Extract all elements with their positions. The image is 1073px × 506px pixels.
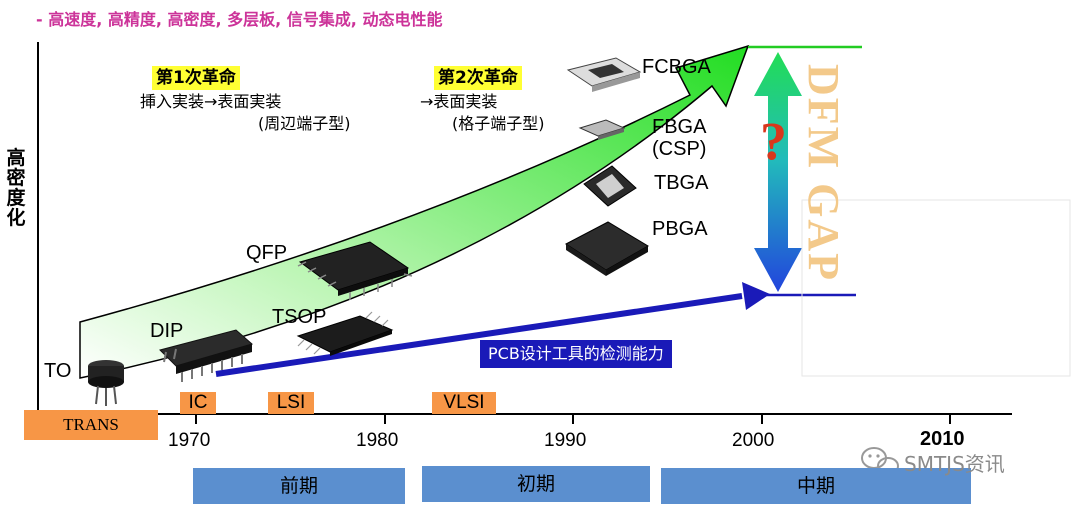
pcb-capability-arrow xyxy=(215,293,743,377)
phase-initial: 初期 xyxy=(422,466,650,502)
fbga-label: FBGA xyxy=(652,116,707,138)
tbga-package-chip-icon xyxy=(583,165,637,207)
fbga-package-chip-icon xyxy=(578,119,626,140)
revolution-1-line2: (周辺端子型) xyxy=(258,114,351,133)
to-package-chip-icon xyxy=(88,360,124,406)
tsop-label: TSOP xyxy=(272,306,327,328)
fcbga-package-chip-icon xyxy=(566,57,642,92)
pcb-capability-label: PCB设计工具的检测能力 xyxy=(480,340,672,368)
fcbga-label: FCBGA xyxy=(642,56,711,78)
year-1980: 1980 xyxy=(356,430,399,451)
qfp-label: QFP xyxy=(246,242,288,264)
double-arrow-icon xyxy=(754,52,802,292)
year-2000: 2000 xyxy=(732,430,775,451)
tsop-package-chip-icon xyxy=(296,311,394,356)
era-trans: TRANS xyxy=(24,410,158,440)
dip-package-chip-icon xyxy=(159,329,254,382)
revolution-2-line1: →表面実装 xyxy=(420,92,498,111)
to-label: TO xyxy=(44,360,72,382)
headline: - 高速度, 高精度, 高密度, 多层板, 信号集成, 动态电性能 xyxy=(36,10,443,29)
question-mark: ? xyxy=(760,111,787,171)
pbga-label: PBGA xyxy=(652,218,708,240)
revolution-1-tag: 第1次革命 xyxy=(152,66,240,90)
year-1990: 1990 xyxy=(544,430,587,451)
era-ic: IC xyxy=(180,392,216,414)
density-trend-arrow xyxy=(79,44,750,379)
year-1970: 1970 xyxy=(168,430,211,451)
era-vlsi: VLSI xyxy=(432,392,496,414)
csp-label: (CSP) xyxy=(652,138,707,160)
qfp-package-chip-icon xyxy=(297,241,413,300)
year-2010: 2010 xyxy=(920,428,965,450)
pbga-package-chip-icon xyxy=(565,221,649,276)
dip-label: DIP xyxy=(150,320,184,342)
y-axis-label: 高密度化 xyxy=(6,147,26,229)
dfm-gap-label: DFM GAP xyxy=(799,64,848,283)
phase-early: 前期 xyxy=(193,468,405,504)
watermark: SMTJS资讯 xyxy=(904,452,1005,476)
phase-middle: 中期 xyxy=(661,468,971,504)
era-lsi: LSI xyxy=(268,392,314,414)
tbga-label: TBGA xyxy=(654,172,709,194)
revolution-2-tag: 第2次革命 xyxy=(434,66,522,90)
revolution-1-line1: 挿入実装→表面実装 xyxy=(140,92,282,111)
revolution-2-line2: (格子端子型) xyxy=(452,114,545,133)
